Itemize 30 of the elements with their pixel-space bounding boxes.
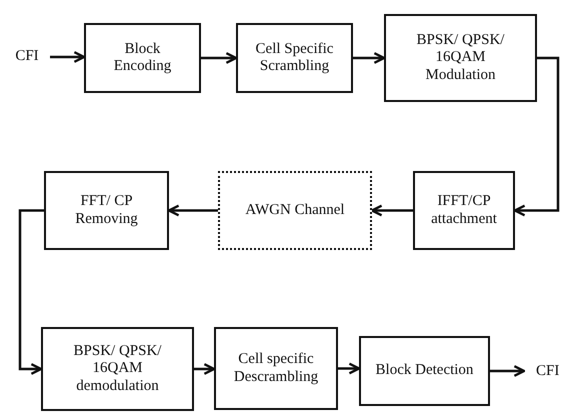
signal-label: CFI [530,360,562,384]
box-label: Cell Specific Scrambling [254,40,334,76]
arrow [370,204,413,216]
channel-box [218,171,372,250]
box-label: IFFT/CP attachment [430,193,498,228]
signal-label: CFI [8,45,46,69]
box-label: Block Encoding [112,40,172,76]
process-box [41,327,194,411]
arrow [353,52,386,64]
arrow [490,365,526,377]
box-label: AWGN Channel [244,202,346,220]
arrow [514,56,560,216]
box-label: BPSK/ QPSK/ 16QAM demodulation [72,343,162,395]
process-box [413,171,515,250]
box-label: FFT/ CP Removing [74,193,139,228]
box-label: Block Detection [374,362,474,380]
process-box [214,327,338,410]
box-label: Cell specific Descrambling [232,351,320,386]
arrow [18,209,44,375]
arrow [201,52,238,64]
process-box [359,336,490,406]
arrow [168,204,218,216]
process-box [384,14,537,102]
arrow [194,363,216,375]
box-label: BPSK/ QPSK/ 16QAM Modulation [416,32,506,84]
process-box [84,23,201,93]
process-box [44,171,169,250]
arrow [338,362,360,374]
process-box [236,23,353,93]
arrow [50,51,86,63]
